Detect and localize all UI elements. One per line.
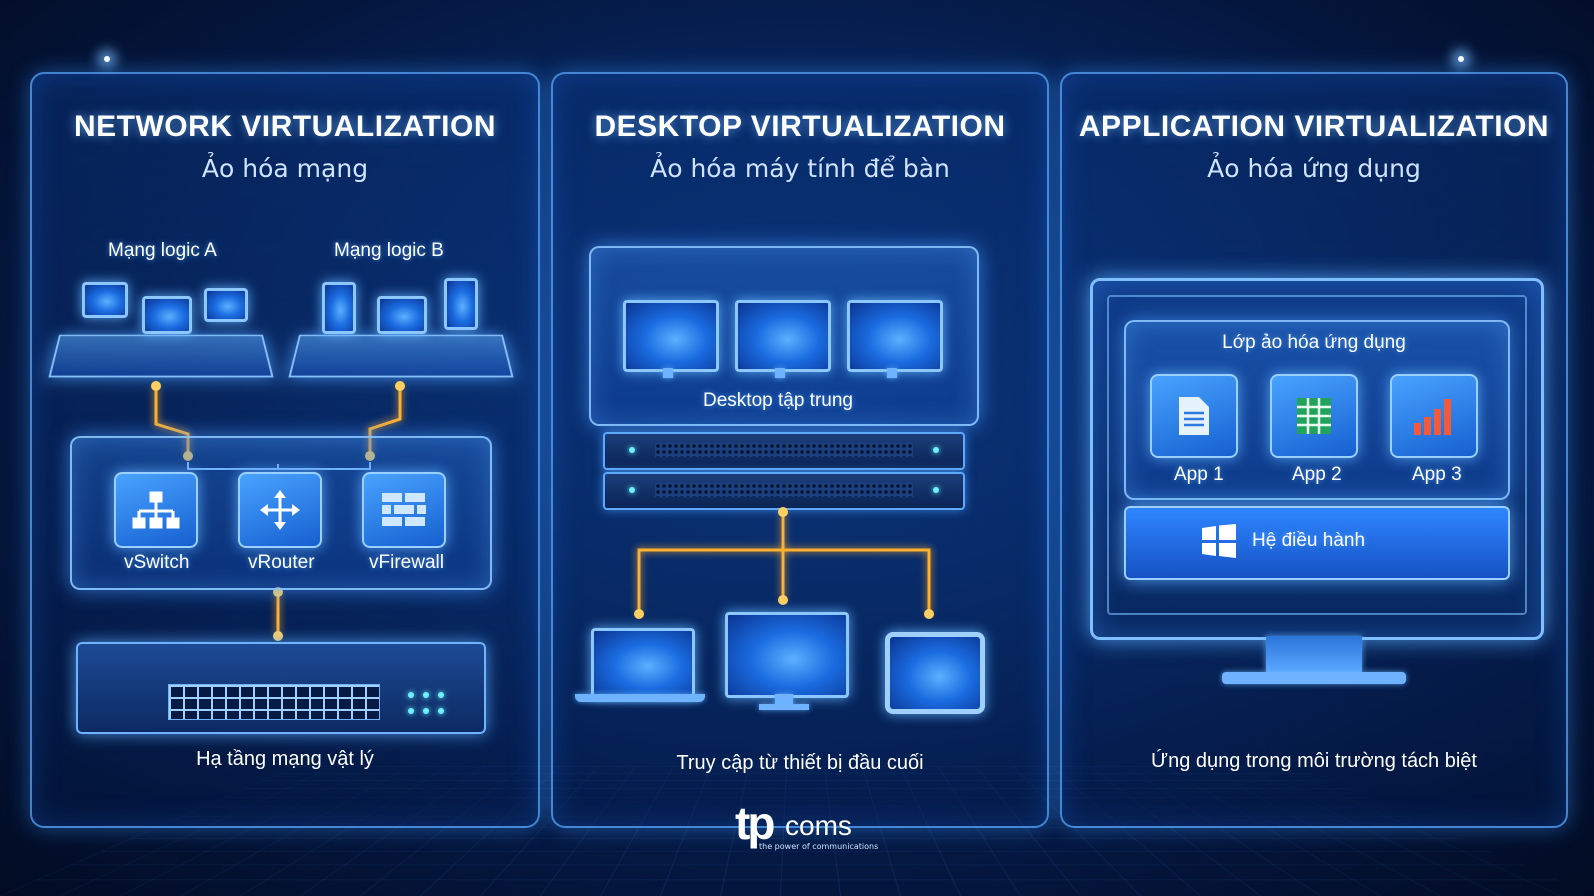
- sparkle-icon: [1458, 56, 1464, 62]
- panel-title: APPLICATION VIRTUALIZATION: [1078, 110, 1550, 143]
- isolated-app-caption: Ứng dụng trong môi trường tách biệt: [1151, 750, 1477, 772]
- document-app-icon: [1150, 374, 1238, 458]
- spreadsheet-app-icon: [1270, 374, 1358, 458]
- monitor-stand: [663, 368, 673, 378]
- vrouter-icon: [238, 472, 322, 548]
- end-device-caption: Truy cập từ thiết bị đầu cuối: [676, 752, 924, 774]
- panel-title: NETWORK VIRTUALIZATION: [73, 110, 497, 143]
- virtual-desktop-monitor: [735, 300, 831, 372]
- sparkle-icon: [104, 56, 110, 62]
- operating-system-bar: [1124, 506, 1510, 580]
- monitor-base: [759, 704, 809, 710]
- chart-app-icon: [1390, 374, 1478, 458]
- windows-logo-icon: [1202, 524, 1236, 558]
- tablet-icon: [885, 632, 985, 714]
- desktop-connectors: [634, 507, 934, 619]
- panel-subtitle: Ảo hóa ứng dụng: [1207, 154, 1421, 183]
- laptop-base: [575, 694, 705, 702]
- os-label: Hệ điều hành: [1252, 530, 1366, 551]
- vfirewall-icon: [362, 472, 446, 548]
- physical-network-caption: Hạ tầng mạng vật lý: [196, 748, 374, 770]
- logo-mark: tp: [735, 797, 775, 849]
- server-rack-unit: [603, 432, 965, 470]
- monitor-base: [1222, 672, 1406, 684]
- monitor-stand: [775, 694, 793, 706]
- app-label: App 2: [1292, 464, 1342, 485]
- vswitch-label: vSwitch: [124, 552, 190, 573]
- network-virtualization-panel: NETWORK VIRTUALIZATION Ảo hóa mạng Mạng …: [30, 72, 540, 828]
- physical-switch: [76, 642, 486, 734]
- monitor-stand: [1266, 636, 1362, 672]
- application-virtualization-panel: APPLICATION VIRTUALIZATION Ảo hóa ứng dụ…: [1060, 72, 1568, 828]
- network-connectors: [151, 381, 405, 641]
- desktop-pc-icon: [725, 612, 849, 698]
- laptop-icon: [591, 628, 695, 698]
- pc-icon: [377, 296, 427, 334]
- logo-wordmark: coms: [785, 810, 852, 841]
- panel-subtitle: Ảo hóa máy tính để bàn: [650, 154, 950, 183]
- logic-network-a-label: Mạng logic A: [108, 240, 217, 261]
- central-desktop-label: Desktop tập trung: [703, 390, 853, 411]
- logic-network-b-label: Mạng logic B: [334, 240, 444, 261]
- monitor-stand: [775, 368, 785, 378]
- server-tower-icon: [444, 278, 478, 330]
- desktop-virtualization-panel: DESKTOP VIRTUALIZATION Ảo hóa máy tính đ…: [551, 72, 1049, 828]
- vswitch-icon: [114, 472, 198, 548]
- server-rack-unit: [603, 472, 965, 510]
- pc-icon: [204, 288, 248, 322]
- logo-tagline: the power of communications: [759, 842, 879, 851]
- panel-subtitle: Ảo hóa mạng: [201, 154, 369, 183]
- pc-icon: [82, 282, 128, 318]
- vfirewall-label: vFirewall: [369, 552, 444, 573]
- vrouter-label: vRouter: [248, 552, 315, 573]
- panel-title: DESKTOP VIRTUALIZATION: [594, 110, 1006, 143]
- server-tower-icon: [322, 282, 356, 334]
- app-layer-label: Lớp ảo hóa ứng dụng: [1222, 332, 1406, 353]
- app-label: App 1: [1174, 464, 1224, 485]
- app-label: App 3: [1412, 464, 1462, 485]
- monitor-stand: [887, 368, 897, 378]
- tpcoms-logo: tp coms the power of communications: [735, 797, 879, 858]
- pc-icon: [142, 296, 192, 334]
